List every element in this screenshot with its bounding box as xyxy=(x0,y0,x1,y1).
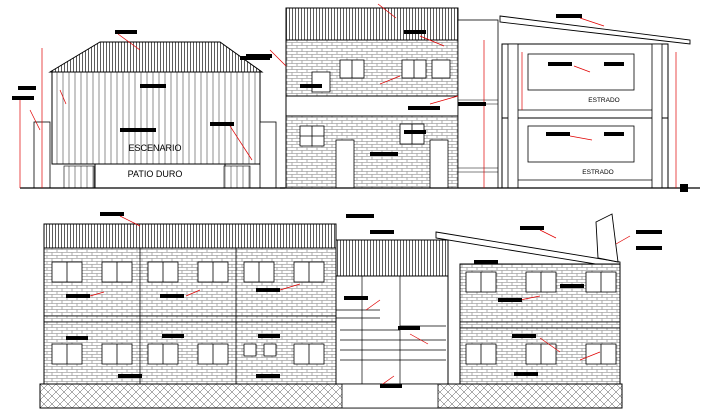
front-elevation-bottom xyxy=(39,212,662,409)
section-upper-label: ESTRADO xyxy=(588,97,619,104)
stage-label: ESCENARIO xyxy=(128,143,181,153)
court-label: PATIO DURO xyxy=(128,169,183,179)
building-section: ESTRADO ESTRADO xyxy=(499,14,700,192)
stage-elevation: ESCENARIO PATIO DURO xyxy=(12,30,285,189)
section-lower-label: ESTRADO xyxy=(582,169,613,176)
classroom-elevation-top xyxy=(246,3,500,189)
